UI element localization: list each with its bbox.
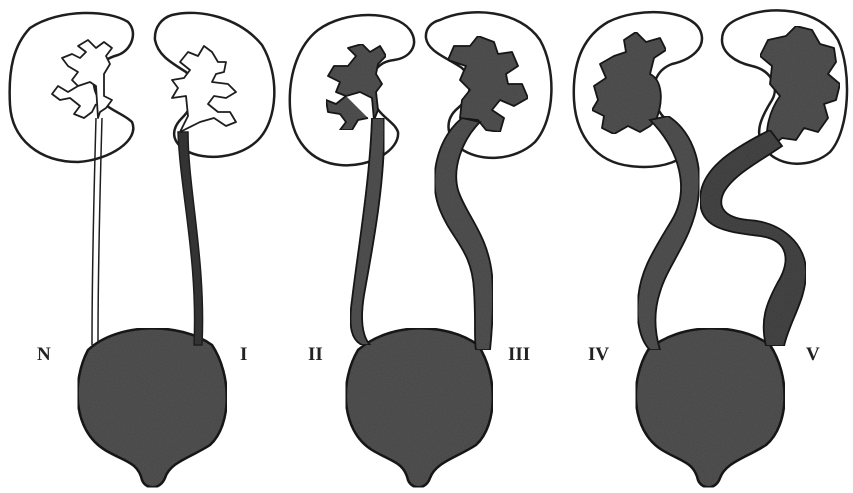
kidney-grade-3: [426, 12, 552, 350]
label-grade-3: III: [508, 344, 530, 365]
label-normal: N: [37, 344, 51, 365]
kidney-grade-1: [155, 13, 274, 345]
label-grade-5: V: [806, 344, 820, 365]
bladder-right: [636, 328, 785, 487]
bladder-left: [78, 328, 227, 487]
label-grade-1: I: [240, 344, 247, 365]
kidney-grade-4: [574, 12, 702, 350]
label-grade-2: II: [308, 344, 323, 365]
kidney-grade-2: [290, 15, 414, 345]
label-grade-4: IV: [588, 344, 609, 365]
bladder-middle: [346, 328, 493, 487]
kidney-normal: [10, 13, 134, 345]
kidney-grade-5: [700, 10, 847, 346]
